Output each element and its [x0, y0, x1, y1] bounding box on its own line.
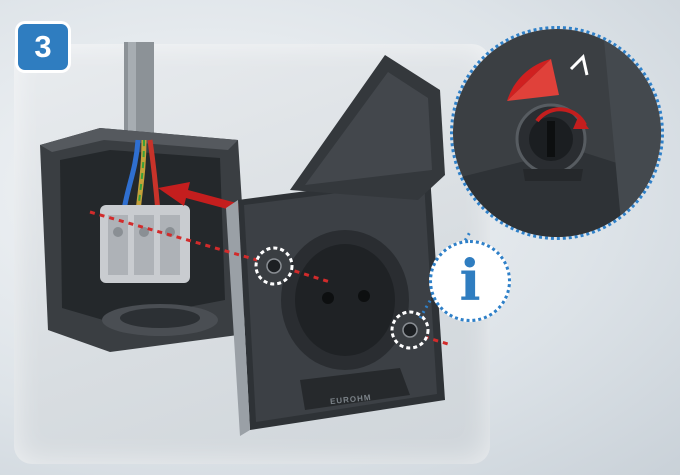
rotate-direction-icon [569, 54, 589, 76]
socket-pin-hole [358, 290, 370, 302]
info-symbol: i [459, 248, 481, 314]
terminal-block [100, 205, 190, 283]
screw-callout-right [390, 310, 430, 350]
step-number: 3 [34, 29, 52, 64]
socket-pin-hole [322, 292, 334, 304]
rotate-arrow [535, 107, 589, 129]
alignment-line [89, 210, 286, 270]
info-icon: i [429, 240, 511, 322]
detail-zoom [450, 26, 664, 240]
screw-callout-left [254, 246, 294, 286]
socket-plate [226, 175, 445, 436]
insert-arrow [158, 182, 244, 213]
flip-cover [290, 55, 445, 200]
rotation-indicator [507, 59, 559, 101]
step-badge: 3 [18, 24, 68, 70]
